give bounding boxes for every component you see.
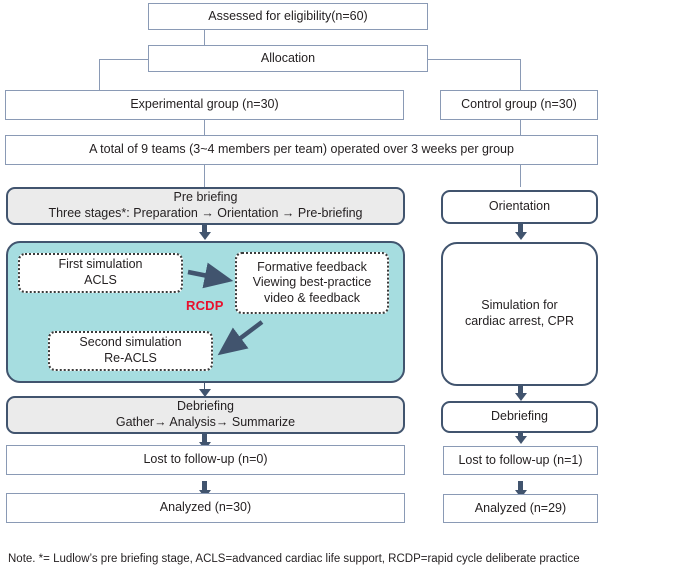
arrow-simulation-to-debriefing-stem	[518, 386, 523, 395]
rcdp-label: RCDP	[186, 298, 224, 313]
allocation-box: Allocation	[148, 45, 428, 72]
assessed-for-eligibility-box: Assessed for eligibility(n=60)	[148, 3, 428, 30]
orientation-label: Orientation	[488, 199, 551, 214]
connector-teams-to-orientation	[520, 165, 521, 187]
debriefing-box-left: Debriefing Gather→ Analysis→ Summarize	[6, 396, 405, 434]
connector-allocation-branch-right	[520, 59, 521, 90]
experimental-group-box: Experimental group (n=30)	[5, 90, 404, 120]
formative-feedback-line3: video & feedback	[264, 290, 360, 305]
second-simulation-box: Second simulation Re-ACLS	[48, 331, 213, 371]
lost-to-followup-left-label: Lost to follow-up (n=0)	[143, 452, 268, 467]
pre-briefing-stages: Three stages*: Preparation → Orientation…	[48, 206, 363, 220]
arrow-prebriefing-to-rcdp-stem	[202, 224, 207, 234]
connector-allocation-branch-left	[99, 59, 100, 90]
arrow-orientation-to-simulation-stem	[518, 224, 523, 234]
analyzed-box-left: Analyzed (n=30)	[6, 493, 405, 523]
pre-briefing-title: Pre briefing	[173, 190, 238, 205]
lost-to-followup-box-left: Lost to follow-up (n=0)	[6, 445, 405, 475]
arrow-simulation-to-debriefing-head	[514, 393, 527, 401]
simulation-box: Simulation for cardiac arrest, CPR	[441, 242, 598, 386]
connector-experimental-to-teams	[204, 120, 205, 135]
formative-feedback-line1: Formative feedback	[257, 259, 367, 274]
teams-summary-label: A total of 9 teams (3~4 members per team…	[89, 142, 514, 157]
debriefing-left-title: Debriefing	[177, 399, 234, 414]
orientation-box: Orientation	[441, 190, 598, 224]
lost-to-followup-box-right: Lost to follow-up (n=1)	[443, 446, 598, 475]
debriefing-box-right: Debriefing	[441, 401, 598, 433]
arrow-lost-to-analyzed-stem-left	[202, 481, 207, 493]
assessed-for-eligibility-label: Assessed for eligibility(n=60)	[208, 8, 368, 23]
analyzed-box-right: Analyzed (n=29)	[443, 494, 598, 523]
arrow-rcdp-to-debriefing-head	[198, 389, 211, 397]
simulation-line1: Simulation for	[481, 298, 558, 313]
allocation-label: Allocation	[260, 50, 316, 65]
first-simulation-box: First simulation ACLS	[18, 253, 183, 293]
analyzed-left-label: Analyzed (n=30)	[159, 500, 252, 515]
debriefing-left-stages: Gather→ Analysis→ Summarize	[115, 415, 296, 429]
arrow-debriefing-to-lost-stem-right	[518, 427, 523, 439]
first-simulation-line1: First simulation	[58, 257, 143, 272]
footnote: Note. *= Ludlow’s pre briefing stage, AC…	[8, 553, 580, 565]
connector-control-to-teams	[520, 120, 521, 135]
lost-to-followup-right-label: Lost to follow-up (n=1)	[458, 452, 583, 467]
debriefing-right-label: Debriefing	[491, 409, 548, 424]
formative-feedback-box: Formative feedback Viewing best-practice…	[235, 252, 389, 314]
arrow-debriefing-to-lost-head-right	[514, 436, 527, 444]
connector-teams-to-prebriefing	[204, 165, 205, 187]
arrow-prebriefing-to-rcdp-head	[198, 232, 211, 240]
control-group-box: Control group (n=30)	[440, 90, 598, 120]
control-group-label: Control group (n=30)	[461, 97, 577, 112]
analyzed-right-label: Analyzed (n=29)	[474, 500, 567, 515]
arrow-lost-to-analyzed-stem-right	[518, 481, 523, 493]
second-simulation-line2: Re-ACLS	[104, 351, 157, 365]
teams-summary-box: A total of 9 teams (3~4 members per team…	[5, 135, 598, 165]
second-simulation-line1: Second simulation	[79, 335, 182, 350]
first-simulation-line2: ACLS	[84, 273, 117, 287]
simulation-line2: cardiac arrest, CPR	[464, 314, 575, 328]
connector-assessed-to-allocation	[204, 30, 205, 45]
experimental-group-label: Experimental group (n=30)	[130, 97, 279, 112]
formative-feedback-line2: Viewing best-practice	[252, 275, 372, 290]
arrow-debriefing-to-lost-stem-left	[202, 433, 207, 445]
arrow-orientation-to-simulation-head	[514, 232, 527, 240]
pre-briefing-box: Pre briefing Three stages*: Preparation …	[6, 187, 405, 225]
